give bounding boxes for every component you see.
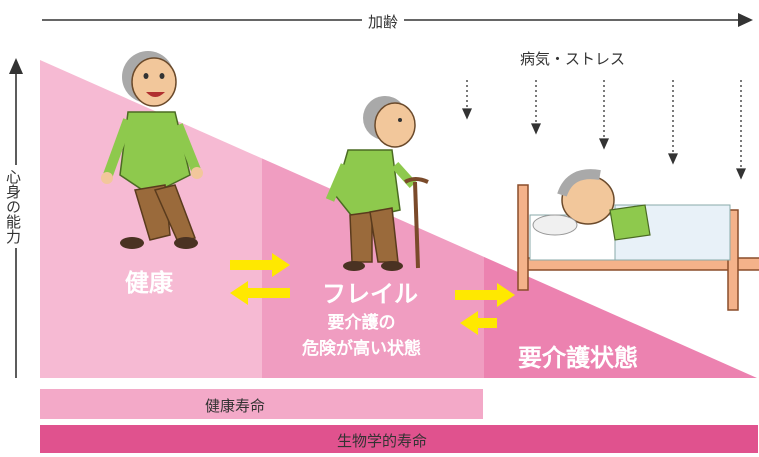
arrow-left-1 (230, 281, 290, 305)
stage-frail-label: フレイル (322, 280, 418, 308)
healthy-person-illustration (101, 51, 203, 249)
frail-description: 要介護の 危険が高い状態 (302, 310, 421, 362)
frail-person-illustration (325, 96, 429, 271)
transition-arrows (230, 253, 515, 335)
bedridden-person-illustration (517, 169, 759, 311)
frail-desc-line1: 要介護の (327, 313, 396, 333)
ability-axis-label: 心身の能力 (4, 165, 24, 248)
frail-desc-line2: 危険が高い状態 (302, 339, 421, 359)
bio-lifespan-label: 生物学的寿命 (337, 432, 428, 450)
arrow-right-1 (230, 253, 290, 277)
health-lifespan-label: 健康寿命 (205, 397, 266, 415)
aging-label: 加齢 (362, 11, 405, 32)
bio-lifespan-bar (40, 425, 758, 453)
health-lifespan-bar (40, 389, 483, 419)
stress-arrows (461, 80, 747, 180)
stage-care-label: 要介護状態 (518, 344, 638, 372)
stress-label: 病気・ストレス (520, 50, 626, 68)
arrow-left-2 (460, 311, 497, 335)
arrow-right-2 (455, 283, 515, 307)
stage-healthy-label: 健康 (125, 269, 173, 297)
